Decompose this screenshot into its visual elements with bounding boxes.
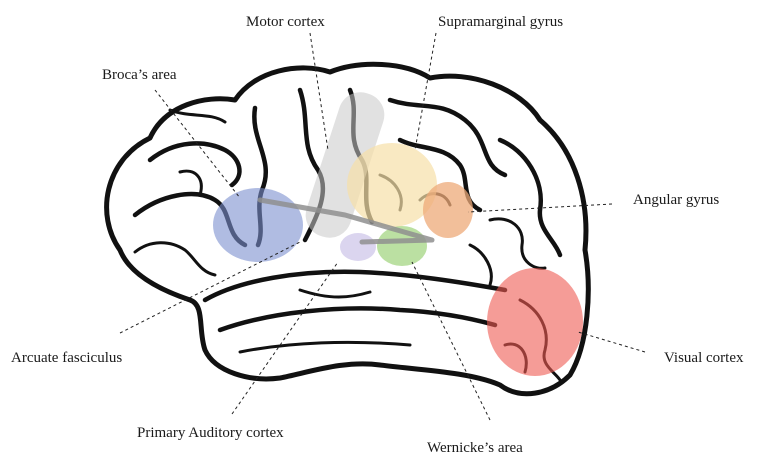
label-visual-cortex: Visual cortex xyxy=(664,350,744,366)
label-motor-cortex: Motor cortex xyxy=(246,14,325,30)
label-angular-gyrus: Angular gyrus xyxy=(633,192,719,208)
leader-visual-cortex xyxy=(578,332,645,352)
angular-gyrus-region xyxy=(423,182,473,238)
primary-auditory-cortex-region xyxy=(340,233,376,261)
visual-cortex-region xyxy=(487,268,583,376)
label-arcuate-fasciculus: Arcuate fasciculus xyxy=(11,350,122,366)
label-brocas-area: Broca’s area xyxy=(102,67,177,83)
label-supramarginal-gyrus: Supramarginal gyrus xyxy=(438,14,563,30)
label-primary-auditory-cortex: Primary Auditory cortex xyxy=(137,425,284,441)
label-wernickes-area: Wernicke’s area xyxy=(427,440,523,456)
